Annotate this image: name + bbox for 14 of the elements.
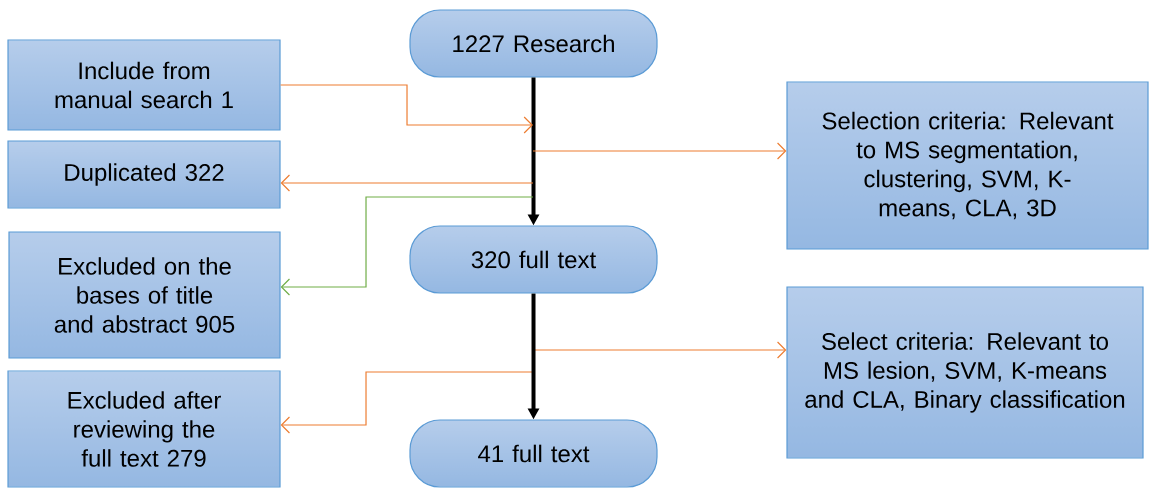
count-box: 320 full text: [409, 225, 658, 294]
note-box: Excluded on the bases of title and abstract 905: [8, 231, 281, 359]
arrow: [280, 174, 534, 192]
note-box: Excluded after reviewing the full text 279: [7, 370, 281, 488]
count-box: 1227 Research: [409, 9, 658, 78]
note-box: Include from manual search 1: [7, 39, 281, 131]
note-box: Selection criteria: Relevant to MS segmentation, clustering, SVM, K-means, CLA, 3D: [786, 81, 1149, 250]
arrow: [280, 84, 533, 134]
note-box: Select criteria: Relevant to MS lesion, SVM, K-means and CLA, Binary classification: [786, 286, 1144, 459]
arrow: [280, 196, 534, 296]
arrow: [532, 142, 787, 160]
note-box: Duplicated 322: [7, 140, 281, 209]
arrow: [280, 371, 534, 434]
count-box: 41 full text: [409, 419, 658, 488]
